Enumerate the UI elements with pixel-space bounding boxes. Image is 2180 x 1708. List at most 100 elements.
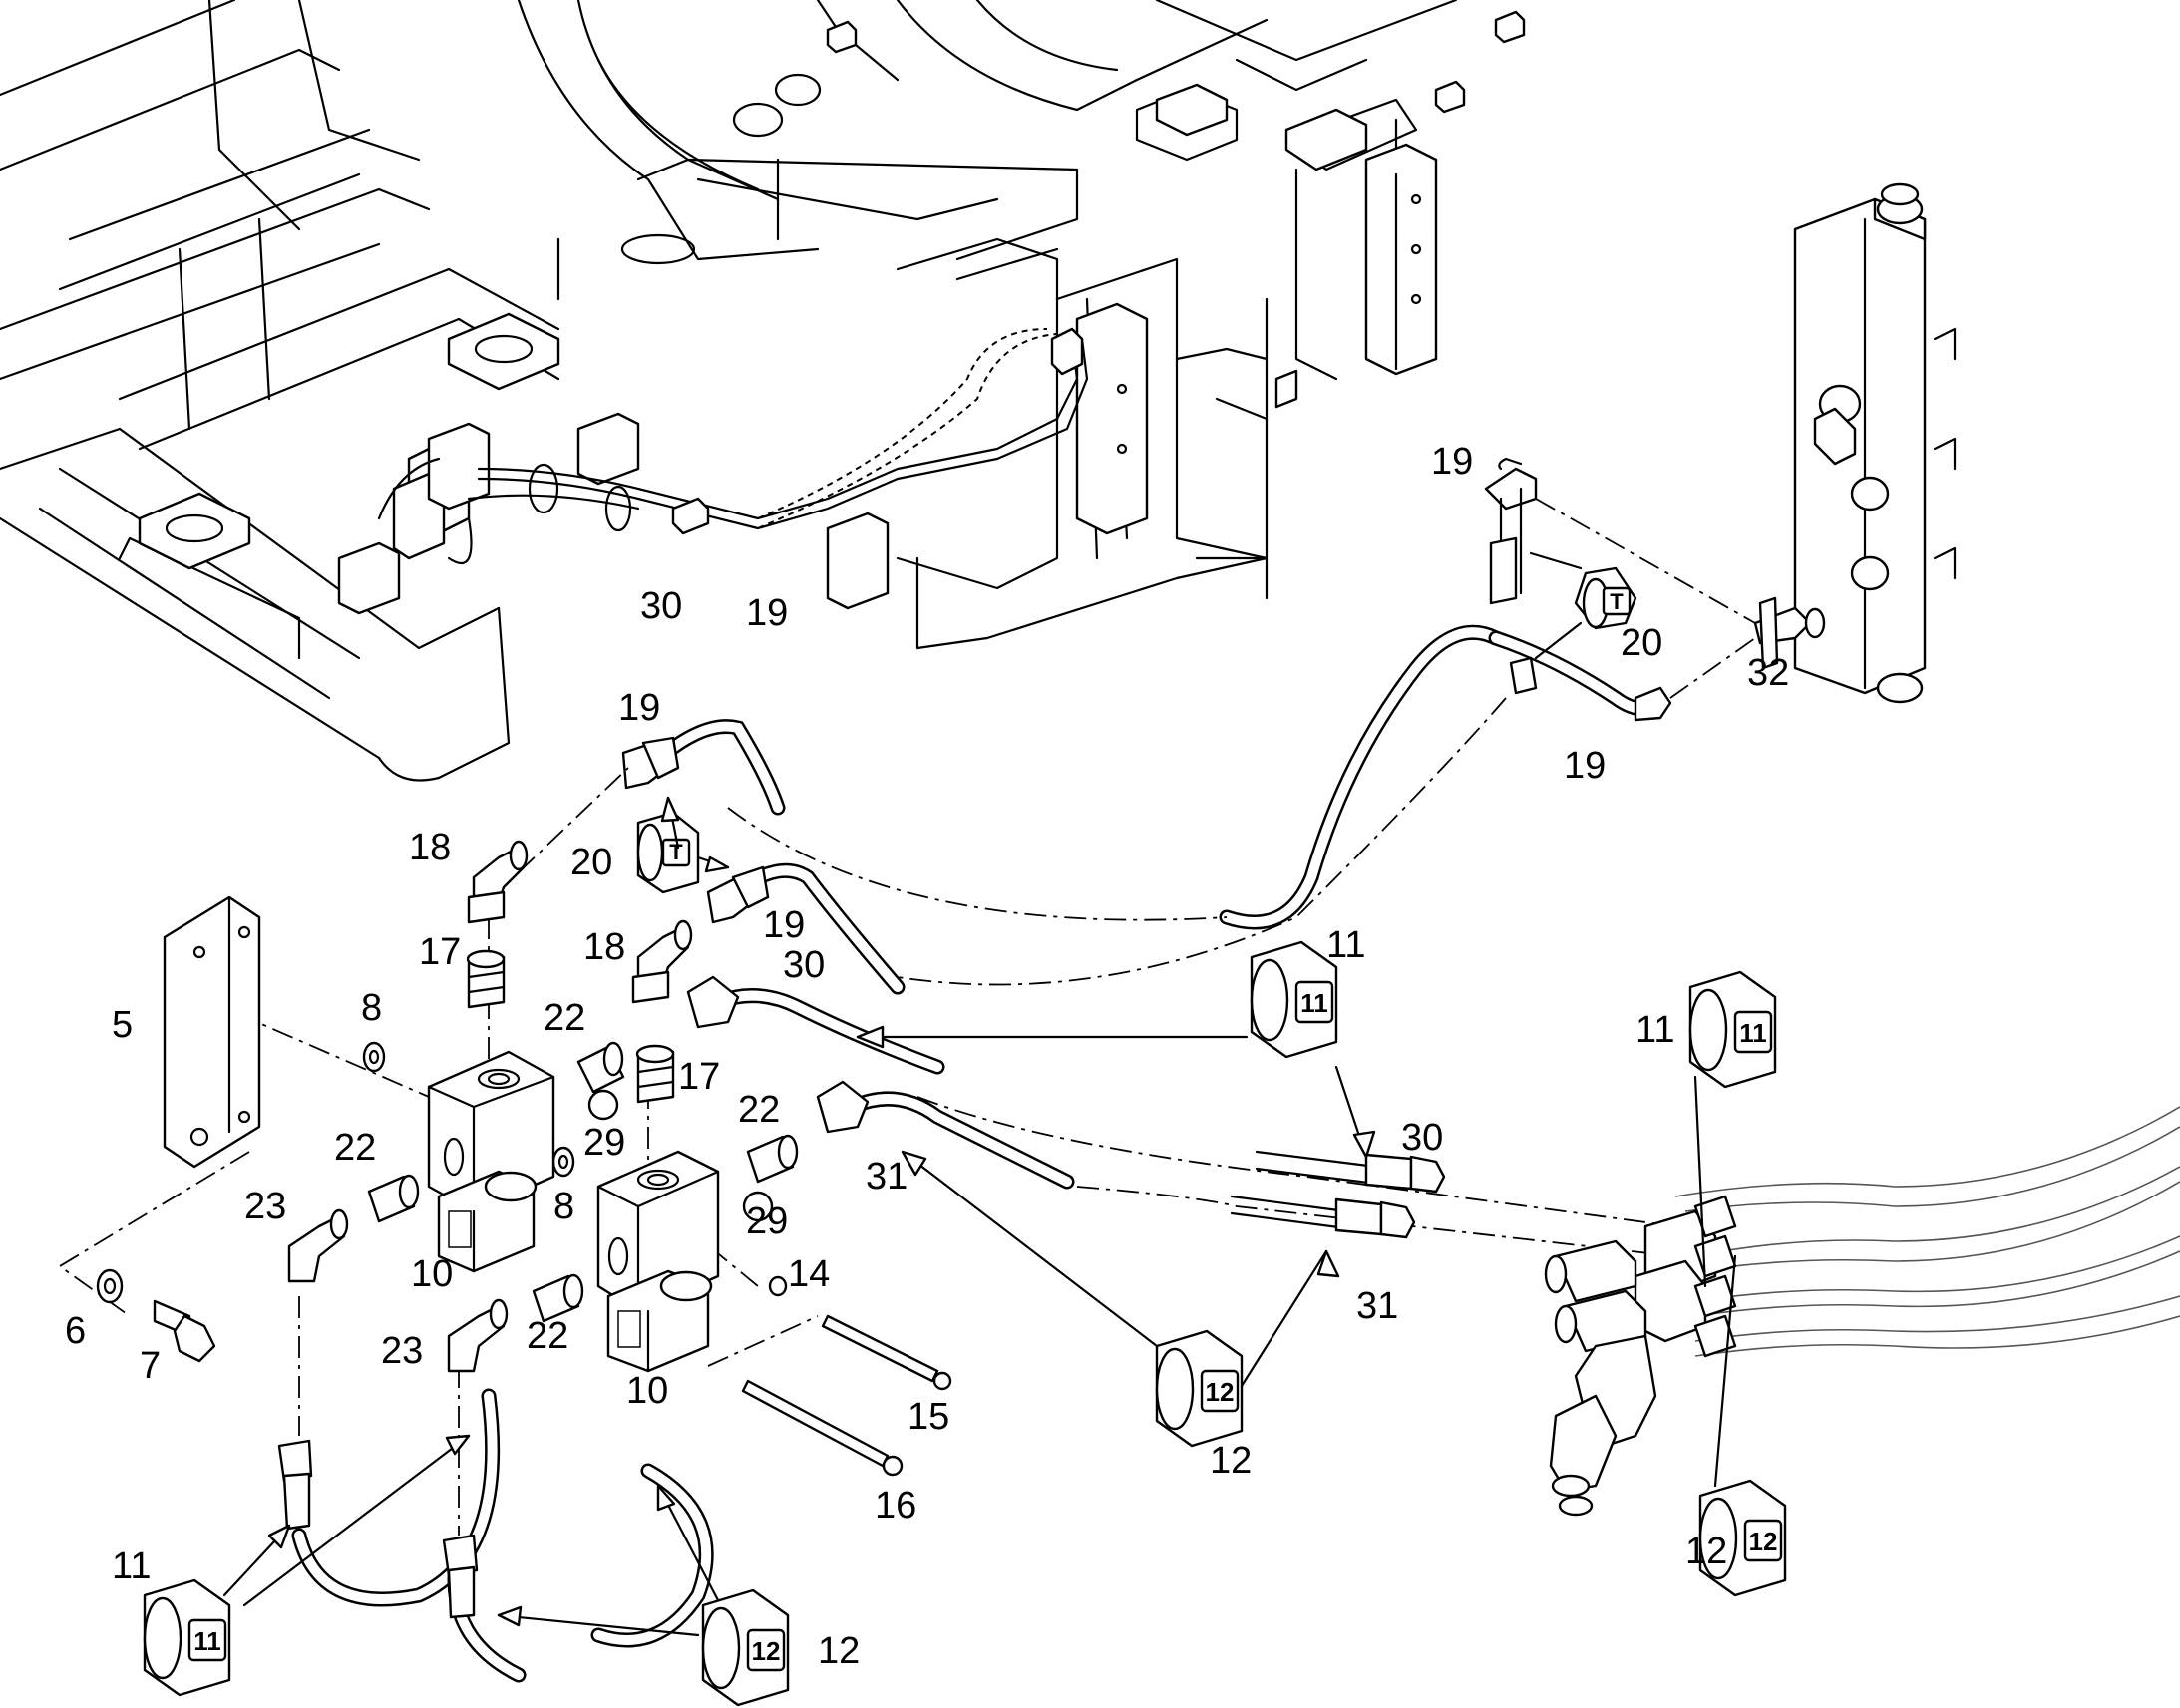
right-manifold bbox=[1793, 182, 1957, 704]
hose-31 bbox=[816, 1080, 1075, 1190]
valve-block-lower bbox=[596, 1150, 720, 1373]
sleeve-11-c-label: 11 bbox=[193, 1626, 221, 1656]
hose-19-second bbox=[706, 862, 906, 995]
callout-30-right: 30 bbox=[1401, 1117, 1443, 1159]
sleeve-12-b-label: 12 bbox=[1749, 1527, 1778, 1556]
sleeve-12-a: 12 bbox=[1155, 1329, 1244, 1448]
fitting-17-lower bbox=[635, 1044, 675, 1104]
callout-20-lower: 20 bbox=[570, 842, 612, 883]
hose-bundle-right bbox=[1544, 1106, 2180, 1517]
arrows bbox=[222, 796, 1737, 1637]
callout-18-lower: 18 bbox=[583, 926, 625, 968]
leader-31 bbox=[1076, 1186, 1676, 1257]
callout-19-top: 19 bbox=[746, 592, 788, 634]
callout-12-mid: 12 bbox=[1210, 1440, 1252, 1482]
callout-11-right: 11 bbox=[1635, 1009, 1674, 1051]
leader-18-19 bbox=[518, 767, 629, 873]
hose-19-upper bbox=[1219, 457, 1672, 930]
callout-10-upper: 10 bbox=[411, 1253, 453, 1295]
fitting-22-b bbox=[367, 1174, 420, 1223]
leader-30 bbox=[916, 1096, 1676, 1227]
tag-T-label-upper: T bbox=[1610, 589, 1624, 614]
callout-19-mid: 19 bbox=[763, 904, 805, 946]
fitting-17-upper bbox=[466, 949, 506, 1009]
callout-30-top: 30 bbox=[640, 585, 682, 627]
leader-19-32 bbox=[1535, 498, 1756, 624]
fitting-32 bbox=[1753, 596, 1826, 670]
bolt-16 bbox=[741, 1379, 904, 1477]
frame-valve-assembly bbox=[377, 327, 1089, 565]
callout-11-bottom: 11 bbox=[112, 1545, 151, 1587]
sleeve-T-lower: T bbox=[636, 811, 700, 894]
hose-end-30 bbox=[1255, 1150, 1446, 1194]
callout-29-lower: 29 bbox=[746, 1200, 788, 1242]
leader-19-mid bbox=[897, 697, 1507, 986]
leader-6 bbox=[58, 1151, 250, 1317]
sleeve-12-a-label: 12 bbox=[1206, 1377, 1235, 1407]
sleeve-11-c: 11 bbox=[143, 1578, 231, 1697]
callout-numbers: 30 19 19 20 32 19 19 18 20 19 17 18 30 1… bbox=[65, 441, 1789, 1672]
leader-16 bbox=[707, 1315, 819, 1367]
sleeve-12-b: 12 bbox=[1698, 1479, 1787, 1597]
callout-32: 32 bbox=[1747, 652, 1789, 694]
washer-8a-hole bbox=[368, 1049, 380, 1065]
leader-19-bottom bbox=[727, 807, 1228, 921]
washer-6-hole bbox=[103, 1277, 117, 1295]
sleeve-11-a: 11 bbox=[1250, 940, 1338, 1059]
callout-10-lower: 10 bbox=[626, 1370, 668, 1412]
callout-12-bottom: 12 bbox=[818, 1630, 860, 1672]
nut-14 bbox=[768, 1275, 788, 1297]
callout-5: 5 bbox=[112, 1004, 133, 1046]
callout-7: 7 bbox=[140, 1345, 161, 1387]
hose-19-left bbox=[621, 719, 786, 816]
callout-17-upper: 17 bbox=[419, 931, 461, 973]
callout-15: 15 bbox=[908, 1396, 949, 1438]
sleeve-11-b: 11 bbox=[1688, 970, 1777, 1089]
callout-23-lower: 23 bbox=[381, 1330, 423, 1372]
callout-31-right: 31 bbox=[1356, 1285, 1398, 1327]
callout-22-lower: 22 bbox=[527, 1315, 568, 1357]
callout-30-mid: 30 bbox=[783, 944, 825, 986]
plug-29-b bbox=[742, 1191, 774, 1222]
callout-16: 16 bbox=[875, 1485, 916, 1527]
washer-6 bbox=[96, 1268, 124, 1304]
washer-8b-hole bbox=[557, 1154, 569, 1170]
sleeve-12-c: 12 bbox=[701, 1588, 790, 1707]
sleeve-11-b-label: 11 bbox=[1739, 1018, 1767, 1048]
elbow-23-a bbox=[287, 1208, 349, 1283]
callout-20-upper: 20 bbox=[1621, 622, 1662, 664]
washer-8a bbox=[362, 1041, 386, 1073]
callout-22-left: 22 bbox=[334, 1127, 376, 1169]
callout-11-top: 11 bbox=[1326, 924, 1365, 966]
leader-19-32b bbox=[1669, 637, 1756, 699]
callout-31-mid: 31 bbox=[866, 1156, 908, 1197]
callout-19-right: 19 bbox=[1564, 745, 1606, 787]
machine-frame bbox=[0, 0, 1526, 782]
elbow-18-lower bbox=[631, 919, 693, 1004]
sleeve-11-a-label: 11 bbox=[1300, 988, 1328, 1018]
callout-19-upper-right: 19 bbox=[1431, 441, 1473, 483]
callout-14: 14 bbox=[788, 1253, 830, 1295]
callout-18-upper: 18 bbox=[409, 827, 451, 868]
mounting-plate-5 bbox=[163, 895, 261, 1169]
callout-8-lower: 8 bbox=[553, 1186, 574, 1227]
hose-30 bbox=[686, 975, 945, 1075]
callout-17-lower: 17 bbox=[678, 1056, 720, 1098]
washer-8b bbox=[551, 1146, 575, 1178]
valve-block-upper bbox=[427, 1050, 555, 1273]
callout-29-upper: 29 bbox=[583, 1122, 625, 1164]
fitting-22-c bbox=[746, 1134, 799, 1184]
callout-19-left: 19 bbox=[618, 687, 660, 729]
sleeve-12-c-label: 12 bbox=[752, 1636, 781, 1666]
hose-end-31 bbox=[1230, 1195, 1416, 1239]
bolt-7 bbox=[153, 1299, 216, 1363]
callout-22-upper: 22 bbox=[544, 997, 585, 1039]
callout-22-mid: 22 bbox=[738, 1089, 780, 1131]
sleeve-tag-T-upper: T bbox=[1529, 551, 1637, 660]
tag-T-label-lower: T bbox=[669, 840, 683, 864]
bolt-15 bbox=[821, 1314, 952, 1391]
elbow-23-b bbox=[447, 1298, 509, 1373]
callout-12-right: 12 bbox=[1685, 1531, 1727, 1572]
